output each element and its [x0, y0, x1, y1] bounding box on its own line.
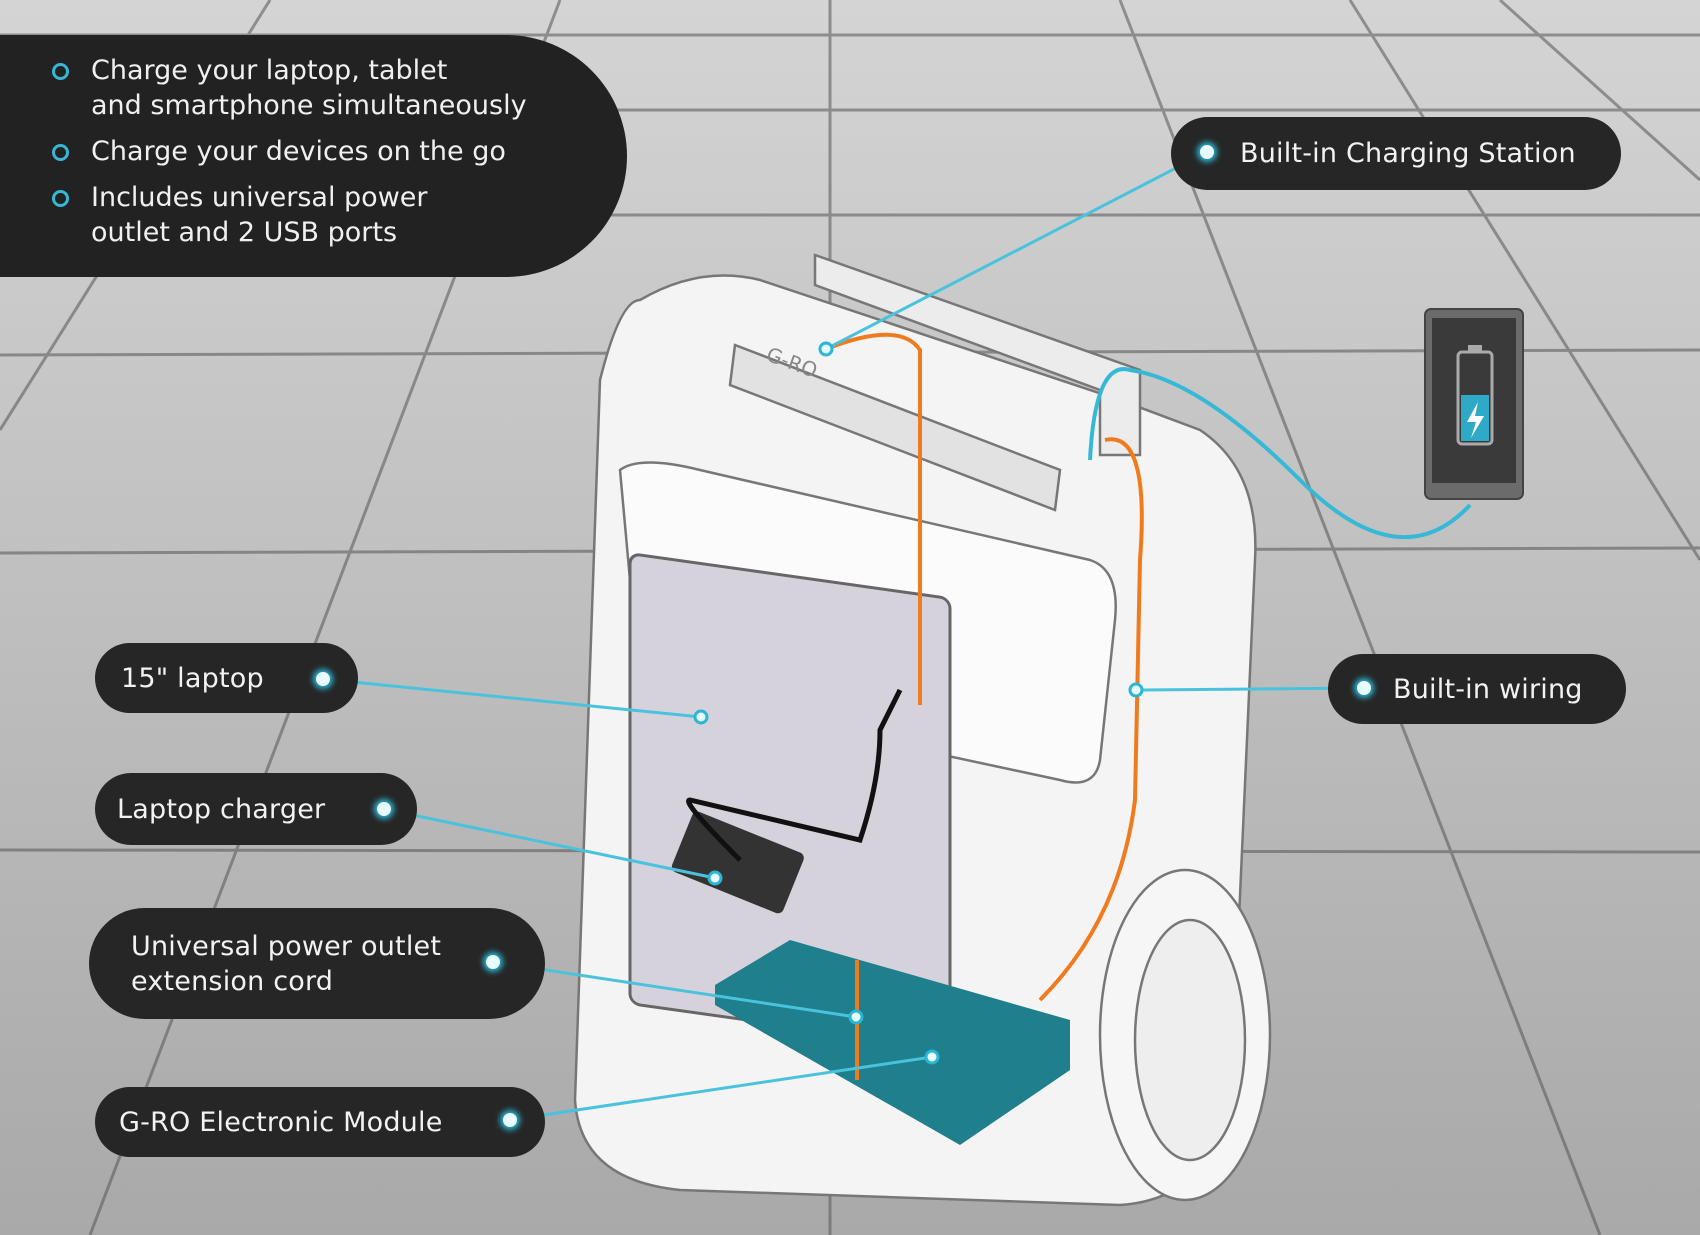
usb-cable: [1088, 367, 1472, 539]
electronic-module: [715, 940, 1070, 1145]
feature-item: Charge your laptop, tablet and smartphone…: [52, 53, 627, 123]
callout-dot: [1200, 145, 1214, 159]
circle-bullet-icon: [52, 63, 69, 80]
callout-dot: [1357, 681, 1371, 695]
target-dots: [693, 341, 1144, 1065]
feature-text: and smartphone simultaneously: [91, 90, 527, 121]
callout-label: G-RO Electronic Module: [119, 1106, 443, 1138]
smartphone: [1424, 308, 1524, 500]
callout-label: Built-in wiring: [1393, 673, 1583, 705]
features-panel: Charge your laptop, tablet and smartphone…: [0, 35, 627, 277]
callout-dot: [316, 672, 330, 686]
feature-item: Charge your devices on the go: [52, 134, 627, 169]
feature-item: Includes universal power outlet and 2 USB…: [52, 180, 627, 250]
feature-text: outlet and 2 USB ports: [91, 217, 398, 248]
circle-bullet-icon: [52, 190, 69, 207]
battery-charging-icon: [1456, 345, 1494, 446]
callout-electronic-module: G-RO Electronic Module: [95, 1087, 545, 1157]
leader-lines: [322, 150, 1365, 1122]
callout-label: extension cord: [131, 965, 334, 997]
callout-wiring: Built-in wiring: [1328, 654, 1626, 724]
callout-laptop-charger: Laptop charger: [95, 773, 417, 845]
callout-label: 15" laptop: [121, 662, 264, 694]
feature-text: Charge your devices on the go: [91, 136, 506, 167]
callout-dot: [486, 955, 500, 969]
callout-label: Universal power outlet: [131, 930, 442, 962]
charger-brick: [671, 811, 804, 914]
callout-label: Laptop charger: [117, 793, 326, 825]
circle-bullet-icon: [52, 144, 69, 161]
feature-text: Includes universal power: [91, 182, 428, 213]
callout-dot: [377, 802, 391, 816]
callout-charging-station: Built-in Charging Station: [1171, 117, 1621, 190]
callout-laptop: 15" laptop: [95, 643, 358, 713]
feature-text: Charge your laptop, tablet: [91, 55, 448, 86]
callout-dot: [503, 1113, 517, 1127]
callout-label: Built-in Charging Station: [1240, 138, 1576, 169]
charger-cable: [686, 688, 903, 862]
